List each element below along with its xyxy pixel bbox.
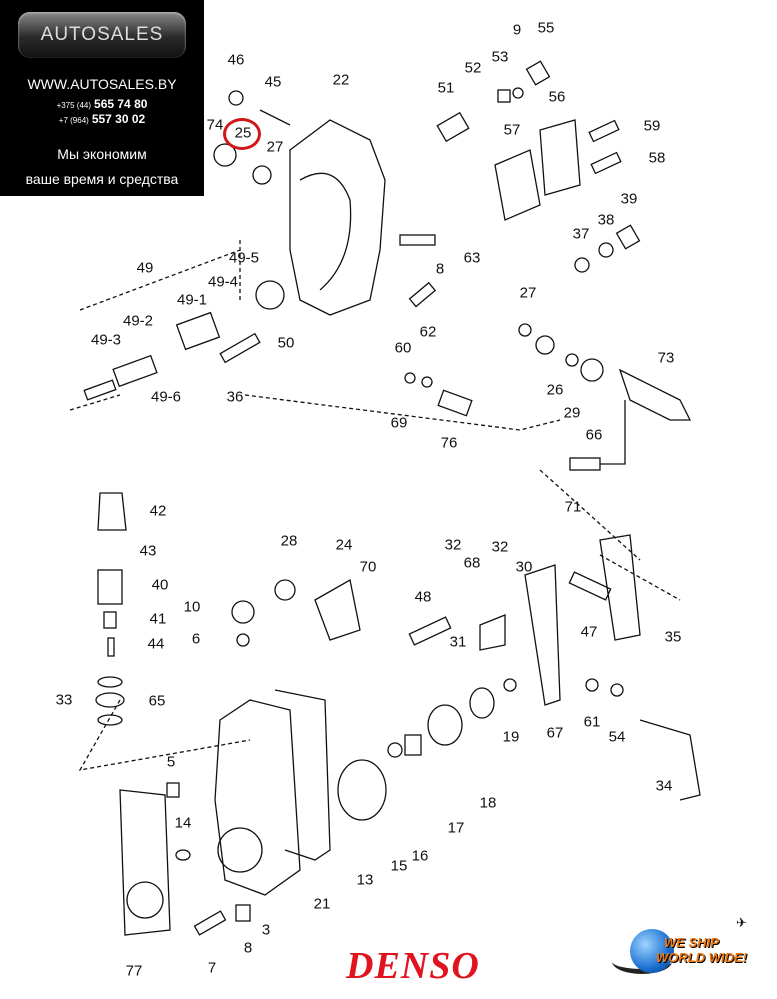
part-label: 34 — [655, 777, 673, 795]
part-label: 19 — [502, 728, 520, 746]
part-label: 53 — [491, 48, 509, 66]
part-label: 42 — [149, 502, 167, 520]
part-label: 27 — [519, 284, 537, 302]
part-label: 74 — [206, 116, 224, 134]
part-label: 24 — [335, 536, 353, 554]
part-label: 63 — [463, 249, 481, 267]
ship-line-2: WORLD WIDE! — [656, 950, 747, 965]
part-label: 8 — [243, 939, 253, 957]
part-label: 37 — [572, 225, 590, 243]
part-label: 6 — [191, 630, 201, 648]
part-label: 7 — [207, 959, 217, 977]
part-label: 76 — [440, 434, 458, 452]
highlight-circle — [223, 118, 261, 150]
part-label: 5 — [166, 753, 176, 771]
part-label: 49-2 — [122, 312, 154, 330]
part-label: 22 — [332, 71, 350, 89]
ship-line-1: WE SHIP — [664, 935, 719, 950]
part-label: 28 — [280, 532, 298, 550]
part-label: 15 — [390, 857, 408, 875]
part-label: 10 — [183, 598, 201, 616]
phone-1: +375 (44)565 74 80 — [0, 97, 204, 111]
part-label: 32 — [444, 536, 462, 554]
part-label: 59 — [643, 117, 661, 135]
part-label: 67 — [546, 724, 564, 742]
phone-2: +7 (964)557 30 02 — [0, 112, 204, 126]
part-label: 62 — [419, 323, 437, 341]
autosales-ad-banner: AUTOSALES WWW.AUTOSALES.BY +375 (44)565 … — [0, 0, 204, 196]
part-label: 29 — [563, 404, 581, 422]
part-label: 68 — [463, 554, 481, 572]
part-label: 47 — [580, 623, 598, 641]
part-label: 31 — [449, 633, 467, 651]
part-label: 70 — [359, 558, 377, 576]
part-label: 27 — [266, 138, 284, 156]
part-label: 36 — [226, 388, 244, 406]
part-label: 73 — [657, 349, 675, 367]
part-label: 16 — [411, 847, 429, 865]
autosales-logo: AUTOSALES — [18, 12, 186, 58]
airplane-icon: ✈ — [736, 915, 747, 930]
part-label: 49-6 — [150, 388, 182, 406]
part-label: 71 — [564, 498, 582, 516]
part-label: 51 — [437, 79, 455, 97]
globe-icon — [630, 929, 674, 973]
phone-1-code: +375 (44) — [56, 101, 92, 110]
part-label: 77 — [125, 962, 143, 980]
part-label: 32 — [491, 538, 509, 556]
part-label: 61 — [583, 713, 601, 731]
part-label: 58 — [648, 149, 666, 167]
part-label: 13 — [356, 871, 374, 889]
part-label: 46 — [227, 51, 245, 69]
part-label: 49-5 — [228, 249, 260, 267]
part-label: 33 — [55, 691, 73, 709]
slogan-line-1: Мы экономим — [57, 146, 147, 162]
part-label: 38 — [597, 211, 615, 229]
slogan-line-2: ваше время и средства — [25, 171, 179, 187]
denso-logo: DENSO — [346, 945, 480, 987]
phone-2-number: 557 30 02 — [91, 112, 146, 126]
part-label: 21 — [313, 895, 331, 913]
part-label-highlighted: 25 — [234, 124, 252, 142]
part-label: 45 — [264, 73, 282, 91]
part-label: 35 — [664, 628, 682, 646]
part-label: 69 — [390, 414, 408, 432]
part-label: 8 — [435, 260, 445, 278]
part-label: 57 — [503, 121, 521, 139]
phone-1-number: 565 74 80 — [94, 97, 148, 111]
part-label: 49 — [136, 259, 154, 277]
part-label: 30 — [515, 558, 533, 576]
website-url[interactable]: WWW.AUTOSALES.BY — [27, 76, 177, 92]
part-label: 65 — [148, 692, 166, 710]
part-label: 54 — [608, 728, 626, 746]
phone-2-code: +7 (964) — [58, 116, 89, 125]
part-label: 40 — [151, 576, 169, 594]
part-label: 44 — [147, 635, 165, 653]
part-label: 52 — [464, 59, 482, 77]
part-label: 49-3 — [90, 331, 122, 349]
part-label: 60 — [394, 339, 412, 357]
swoosh-graphic — [612, 949, 672, 974]
part-label: 39 — [620, 190, 638, 208]
part-label: 55 — [537, 19, 555, 37]
part-label: 43 — [139, 542, 157, 560]
part-label: 49-4 — [207, 273, 239, 291]
part-label: 56 — [548, 88, 566, 106]
part-label: 18 — [479, 794, 497, 812]
part-label: 14 — [174, 814, 192, 832]
part-label: 3 — [261, 921, 271, 939]
part-label: 26 — [546, 381, 564, 399]
part-label: 17 — [447, 819, 465, 837]
we-ship-worldwide-badge: WE SHIP WORLD WIDE! ✈ — [608, 915, 758, 975]
part-label: 9 — [512, 21, 522, 39]
part-label: 49-1 — [176, 291, 208, 309]
part-label: 66 — [585, 426, 603, 444]
part-label: 41 — [149, 610, 167, 628]
part-label: 50 — [277, 334, 295, 352]
part-label: 48 — [414, 588, 432, 606]
